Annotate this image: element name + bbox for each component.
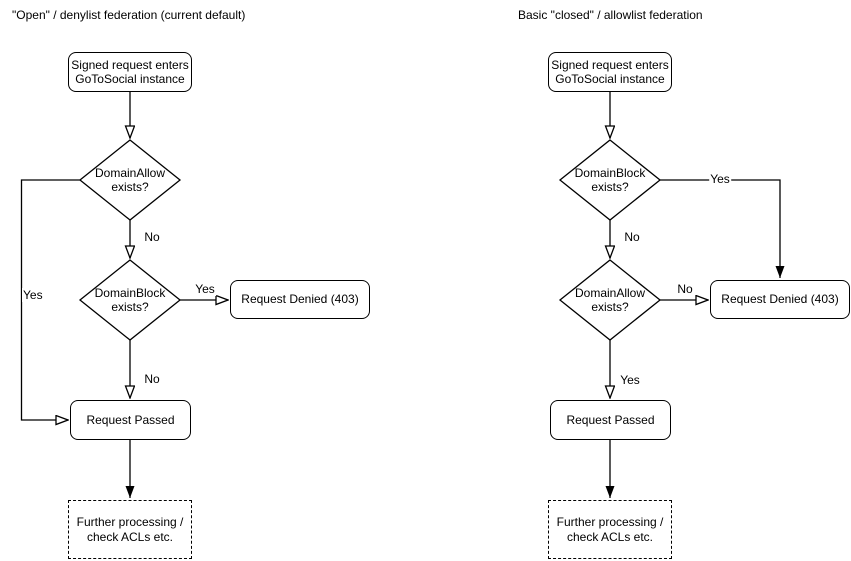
right-start-node: Signed request enters GoToSocial instanc… <box>548 52 672 92</box>
decision-diamond-right-1 <box>558 139 662 221</box>
left-decision1-yes-label: Yes <box>22 288 44 302</box>
right-chart-title: Basic "closed" / allowlist federation <box>518 8 703 22</box>
left-passed-node: Request Passed <box>70 400 191 440</box>
edge-left-decision1-yes <box>20 179 80 420</box>
decision-diamond-left-2 <box>78 259 182 341</box>
left-denied-node: Request Denied (403) <box>230 280 370 319</box>
right-passed-node: Request Passed <box>550 400 671 440</box>
left-start-node: Signed request enters GoToSocial instanc… <box>68 52 192 92</box>
decision-diamond-left-1 <box>78 139 182 221</box>
left-decision2-no-label: No <box>143 372 161 386</box>
right-decision1-no-label: No <box>623 230 641 244</box>
left-chart-title: "Open" / denylist federation (current de… <box>12 8 246 22</box>
right-decision2-no-label: No <box>676 282 694 296</box>
left-further-processing-node: Further processing / check ACLs etc. <box>68 500 192 559</box>
right-decision2-yes-label: Yes <box>619 373 641 387</box>
right-decision1-yes-label: Yes <box>709 172 731 186</box>
right-further-processing-node: Further processing / check ACLs etc. <box>548 500 672 559</box>
left-decision1-no-label: No <box>143 230 161 244</box>
edge-right-decision1-yes <box>660 179 785 278</box>
left-decision2-yes-label: Yes <box>194 282 216 296</box>
decision-diamond-right-2 <box>558 259 662 341</box>
right-denied-node: Request Denied (403) <box>710 280 850 319</box>
